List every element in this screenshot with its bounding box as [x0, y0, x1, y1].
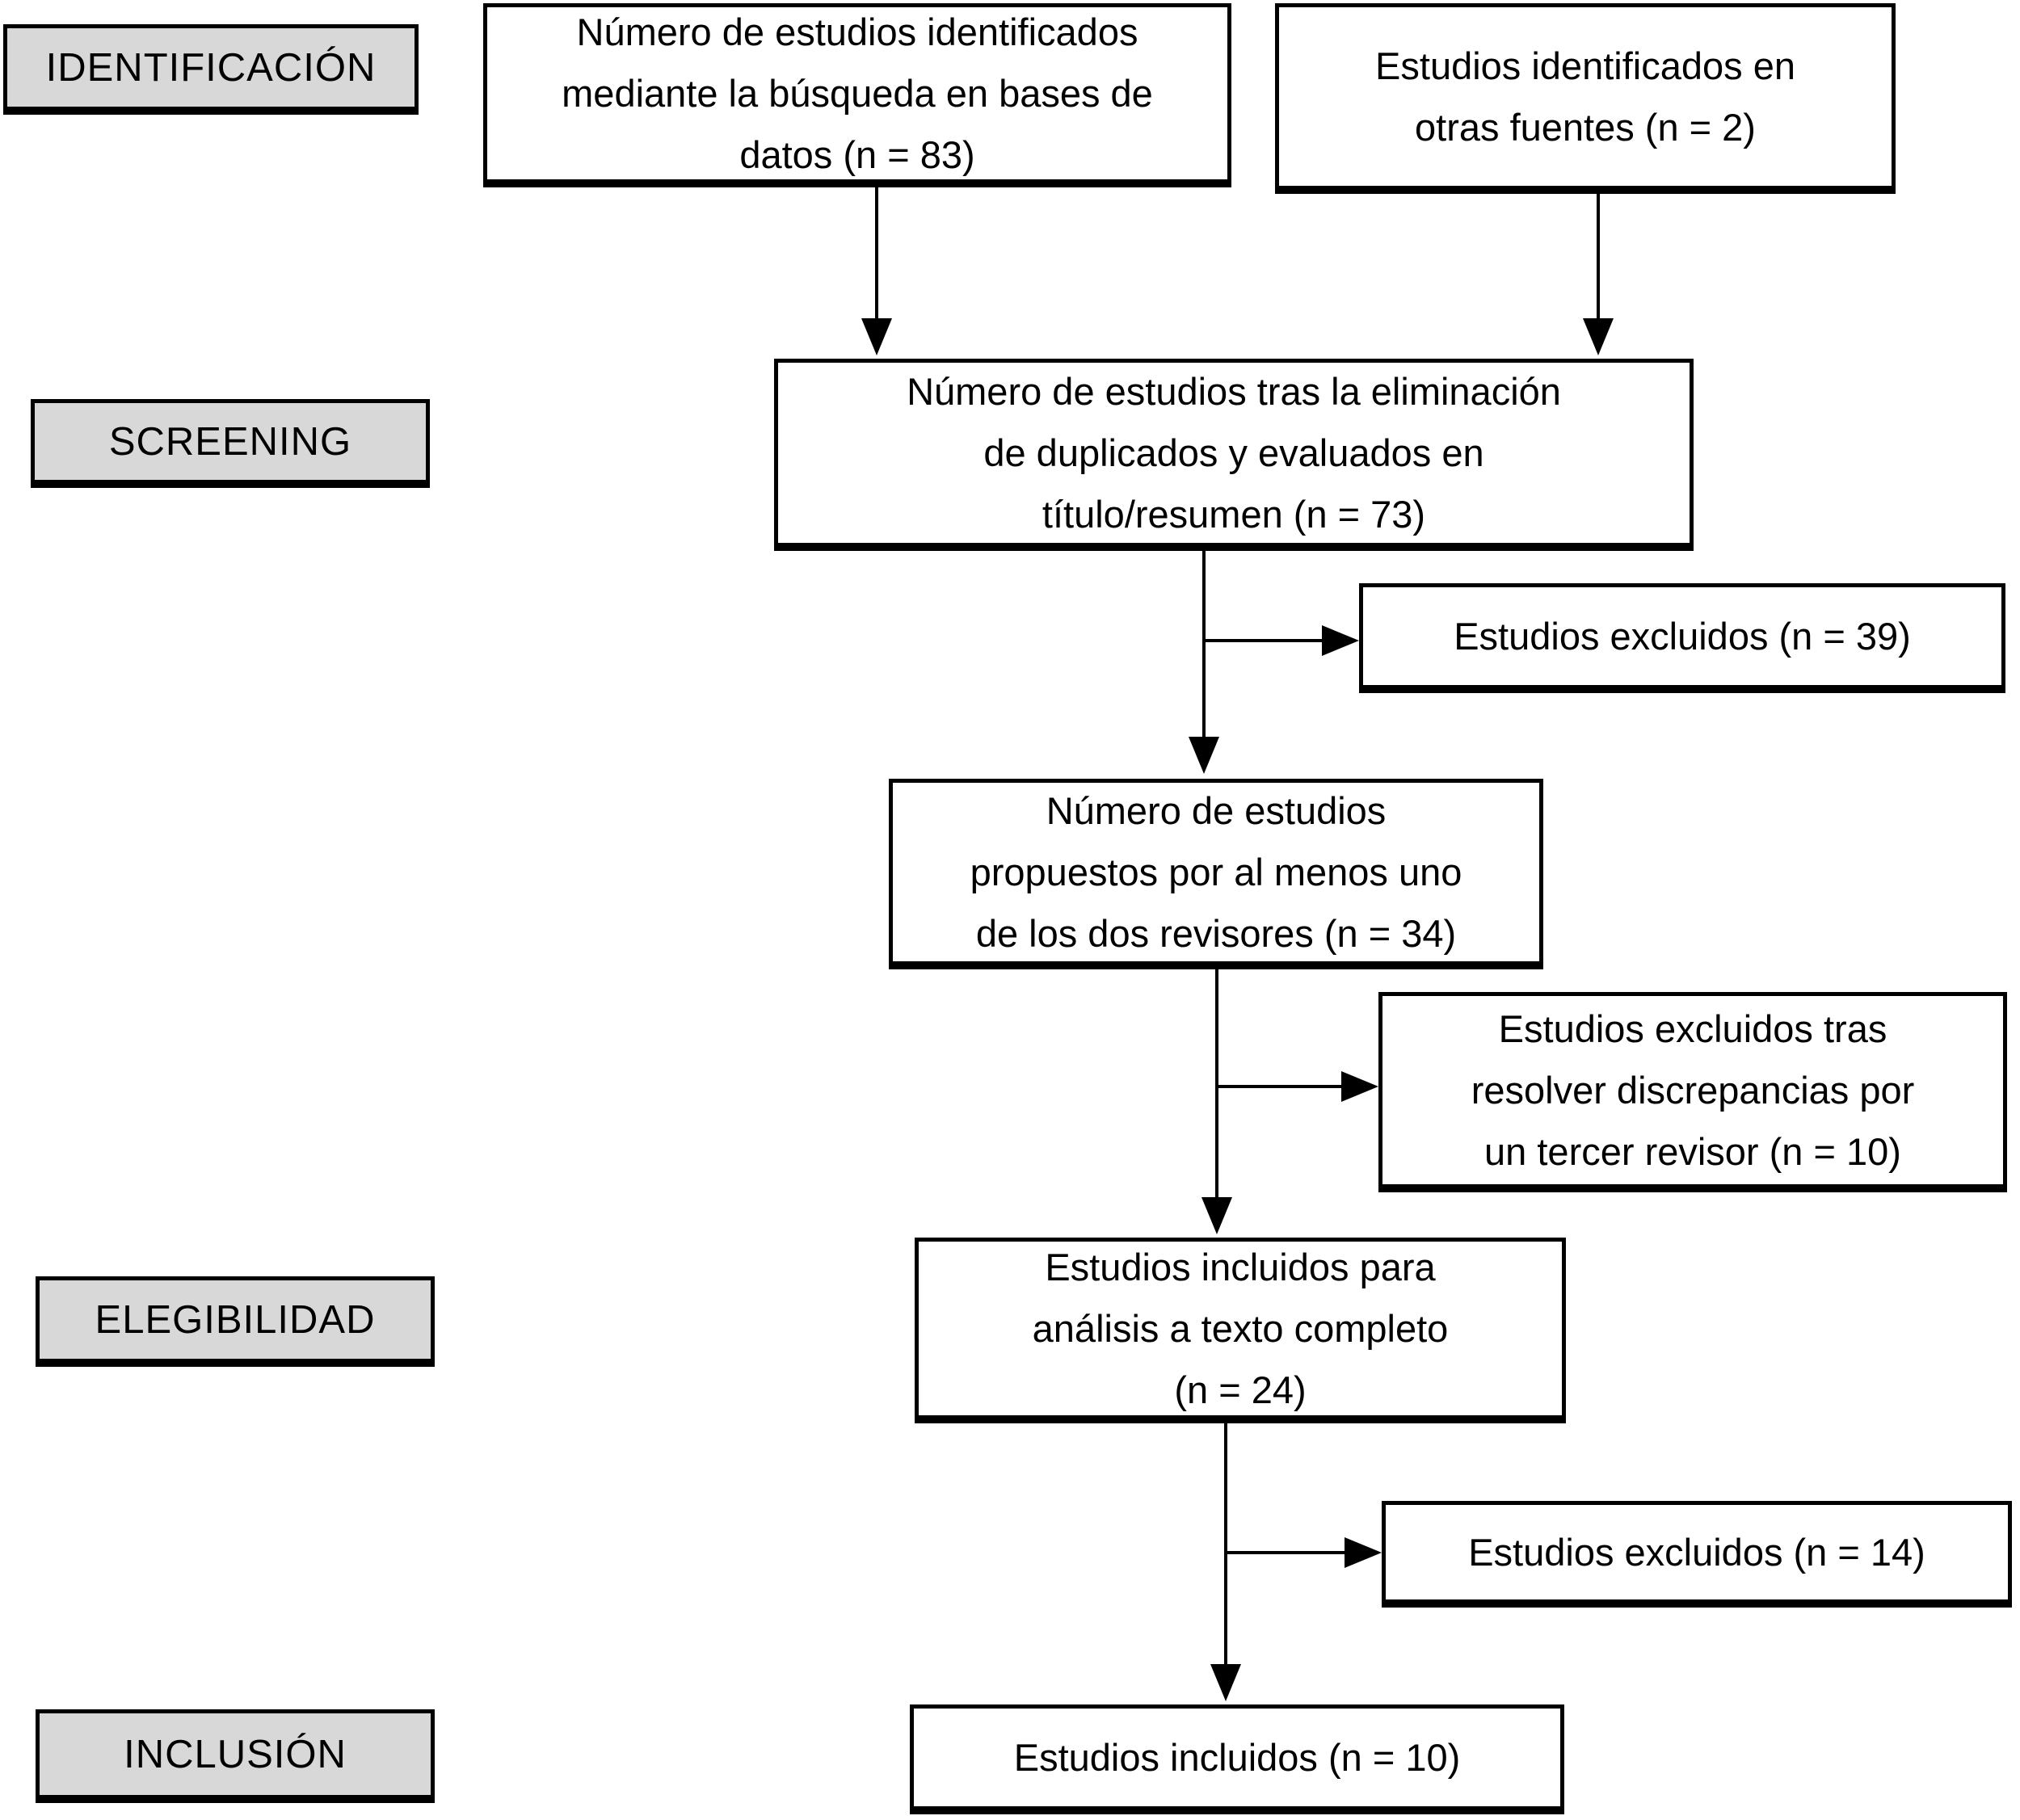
node-after-duplicates-screened: Número de estudios tras la eliminación d… [774, 359, 1694, 551]
node-included-final: Estudios incluidos (n = 10) [910, 1704, 1564, 1814]
node-excluded-third-reviewer: Estudios excluidos tras resolver discrep… [1378, 992, 2007, 1192]
node-excluded-screening: Estudios excluidos (n = 39) [1359, 583, 2005, 693]
node-fulltext-analysis: Estudios incluidos para análisis a texto… [915, 1238, 1566, 1423]
stage-label-elegibilidad: ELEGIBILIDAD [36, 1276, 435, 1367]
arrowhead-proposed-to-fulltext [1201, 1197, 1232, 1234]
node-proposed-by-reviewers: Número de estudios propuestos por al men… [889, 779, 1543, 969]
stage-label-screening: SCREENING [31, 399, 430, 488]
arrow-line-fulltext-to-included [1224, 1423, 1227, 1666]
arrow-line-screened-to-proposed [1202, 551, 1206, 738]
arrowhead-branch-excluded-14 [1345, 1537, 1382, 1568]
node-excluded-fulltext: Estudios excluidos (n = 14) [1382, 1501, 2012, 1608]
arrow-line-other-to-screened [1597, 194, 1600, 322]
arrow-line-db-to-screened [875, 187, 878, 322]
arrowhead-screened-to-proposed [1189, 737, 1219, 774]
arrowhead-branch-excluded-10 [1341, 1071, 1378, 1102]
stage-label-identificacion: IDENTIFICACIÓN [3, 24, 419, 115]
arrow-line-branch-excluded-14 [1226, 1551, 1346, 1554]
arrowhead-fulltext-to-included [1210, 1664, 1241, 1701]
node-identified-other-sources: Estudios identificados en otras fuentes … [1275, 3, 1896, 194]
arrowhead-branch-excluded-39 [1322, 625, 1359, 656]
arrowhead-db-to-screened [861, 318, 892, 355]
arrow-line-branch-excluded-10 [1217, 1085, 1343, 1088]
arrow-line-proposed-to-fulltext [1215, 969, 1218, 1199]
node-identified-databases: Número de estudios identificados mediant… [483, 3, 1231, 187]
arrow-line-branch-excluded-39 [1204, 639, 1324, 642]
stage-label-inclusion: INCLUSIÓN [36, 1709, 435, 1803]
arrowhead-other-to-screened [1583, 318, 1614, 355]
